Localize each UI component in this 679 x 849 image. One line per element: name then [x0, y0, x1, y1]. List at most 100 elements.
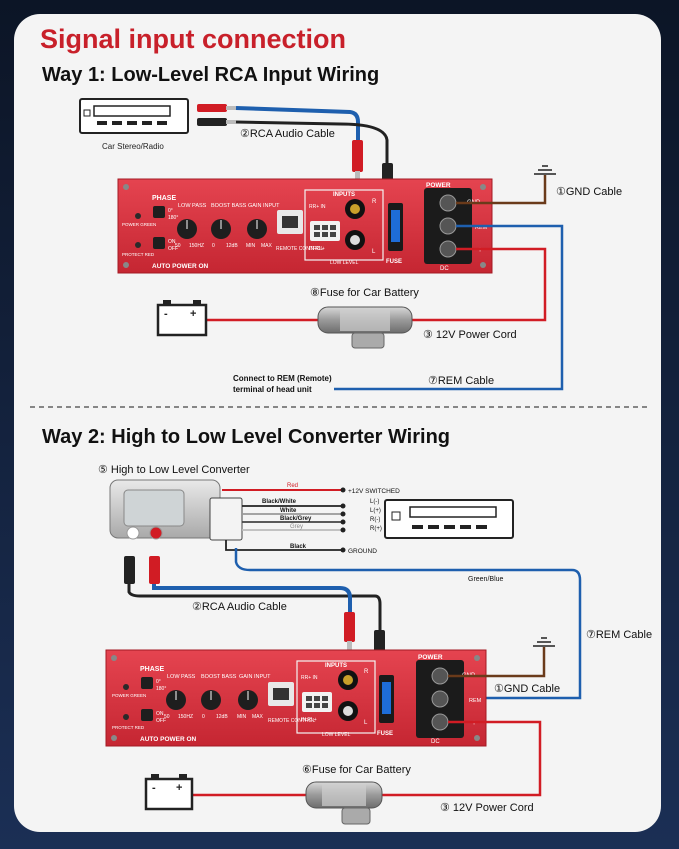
- way2-fuse-label: ⑥Fuse for Car Battery: [302, 764, 411, 776]
- amp2-rl-in: IN RL+: [301, 717, 317, 723]
- amp1-low-pass: LOW PASS: [178, 203, 207, 209]
- page-title: Signal input connection: [40, 24, 346, 54]
- way2-heading: Way 2: High to Low Level Converter Wirin…: [42, 426, 451, 448]
- rca-plug-pair-top: [197, 104, 236, 126]
- amp2-l: L: [364, 720, 368, 726]
- amp2-off: OFF: [156, 718, 166, 724]
- amp2-rr-in: RR+ IN: [301, 675, 318, 681]
- rem-wire-1: [334, 224, 564, 391]
- target-r-minus: R(-): [370, 517, 380, 523]
- battery-2-plus: +: [176, 782, 182, 794]
- amp1-dc: DC: [440, 266, 449, 272]
- battery-2-minus: -: [152, 782, 156, 794]
- amp1-on: ON: [168, 239, 176, 245]
- power-wire-2a: [382, 720, 542, 797]
- amp1-deg0: 0°: [168, 208, 173, 214]
- gnd-wire-2: [448, 647, 546, 678]
- wire-label-black-grey: Black/Grey: [280, 516, 312, 522]
- amp2-power-green: POWER GREEN: [112, 693, 146, 698]
- amp2-dc: DC: [431, 739, 440, 745]
- amp1-bb-max: 12dB: [226, 243, 238, 249]
- wire-label-red: Red: [287, 483, 298, 489]
- amp1-inputs: INPUTS: [333, 192, 355, 198]
- amp1-boost-bass: BOOST BASS: [211, 203, 247, 209]
- amp1-rl-in: IN RL+: [309, 246, 325, 252]
- amp2-boost-bass: BOOST BASS: [201, 674, 237, 680]
- amp2-auto-power: AUTO POWER ON: [140, 736, 197, 743]
- amp1-power-green: POWER GREEN: [122, 222, 156, 227]
- amp1-l: L: [372, 249, 376, 255]
- battery-2: [144, 774, 194, 811]
- rca-plug-pair-2: [124, 556, 160, 584]
- amp1-rem: REM: [475, 225, 488, 231]
- amp2-gain-max: MAX: [252, 714, 264, 720]
- ground-symbol-2: [533, 637, 555, 647]
- amp2-gain-input: GAIN INPUT: [239, 674, 271, 680]
- ground-symbol-1: [534, 165, 556, 175]
- wire-black: [225, 540, 343, 551]
- amp2-rem: REM: [469, 698, 482, 704]
- rca-cable-blue-2: [152, 584, 352, 614]
- amp2-power: POWER: [418, 654, 443, 661]
- amp2-lp-min: 50: [164, 714, 170, 720]
- amplifier-1: [117, 178, 493, 274]
- amp1-power: POWER: [426, 182, 451, 189]
- amp2-protect-red: PROTECT RED: [112, 725, 145, 730]
- way1-fuse-label: ⑧Fuse for Car Battery: [310, 287, 419, 299]
- wire-label-black-white: Black/White: [262, 499, 297, 505]
- target-r-plus: R(+): [370, 526, 382, 532]
- battery-1-plus: +: [190, 308, 196, 320]
- amp1-gain-input: GAIN INPUT: [248, 203, 280, 209]
- fuse-holder-2: [305, 781, 383, 825]
- amp2-on: ON: [156, 711, 164, 717]
- amp1-gain-max: MAX: [261, 243, 273, 249]
- way1-gnd-label: ①GND Cable: [556, 186, 622, 198]
- target-ground: GROUND: [348, 548, 377, 555]
- amp2-inputs: INPUTS: [325, 663, 347, 669]
- amp1-phase: PHASE: [152, 195, 176, 202]
- gnd-wire-1: [456, 175, 547, 205]
- amp2-fuse: FUSE: [377, 731, 393, 737]
- car-stereo-2: [384, 499, 514, 539]
- car-stereo: [79, 98, 189, 134]
- amp1-bb-min: 0: [212, 243, 215, 249]
- way2-rca-label: ②RCA Audio Cable: [192, 601, 287, 613]
- amp1-remote: REMOTE CONTROL: [276, 246, 323, 252]
- way2-power-label: ③ 12V Power Cord: [440, 802, 534, 814]
- power-wire-1a: [412, 247, 547, 322]
- amp1-lp-min: 50: [175, 243, 181, 249]
- rca-plug-red-2: [344, 612, 355, 651]
- rca-cable-black-1: [235, 120, 389, 165]
- way2-rem-label: ⑦REM Cable: [586, 629, 652, 641]
- way1-rem-note-1: Connect to REM (Remote): [233, 374, 332, 383]
- amp1-fuse: FUSE: [386, 259, 402, 265]
- target-12v-switched: +12V SWITCHED: [348, 488, 400, 495]
- amp1-protect-red: PROTECT RED: [122, 252, 155, 257]
- rem-wire-2: [234, 548, 582, 700]
- amp2-phase: PHASE: [140, 666, 164, 673]
- wire-label-black: Black: [290, 544, 307, 550]
- amp1-r: R: [372, 199, 377, 205]
- amp1-plus: +: [478, 247, 482, 254]
- wire-label-white: White: [280, 508, 297, 514]
- battery-1: [156, 300, 208, 337]
- amp1-off: OFF: [168, 246, 178, 252]
- wire-label-grey: Grey: [290, 524, 303, 530]
- amp1-rr-in: RR+ IN: [309, 204, 326, 210]
- amp1-deg180: 180°: [168, 215, 178, 221]
- amp1-auto-power: AUTO POWER ON: [152, 263, 209, 270]
- amp2-deg0: 0°: [156, 679, 161, 685]
- amp1-lp-max: 150HZ: [189, 243, 204, 249]
- hi-lo-converter: [109, 479, 243, 541]
- rca-cable-blue-1: [235, 106, 360, 140]
- fuse-holder-1: [317, 306, 413, 349]
- amp2-plus: +: [472, 720, 476, 727]
- rca-plug-red-1: [352, 140, 363, 181]
- way1-rem-note-2: terminal of head unit: [233, 385, 312, 394]
- amp1-gain-min: MIN: [246, 243, 256, 249]
- way1-power-label: ③ 12V Power Cord: [423, 329, 517, 341]
- converter-label: ⑤ High to Low Level Converter: [98, 464, 250, 476]
- way1-rca-label: ②RCA Audio Cable: [240, 128, 335, 140]
- amplifier-2: [105, 649, 487, 747]
